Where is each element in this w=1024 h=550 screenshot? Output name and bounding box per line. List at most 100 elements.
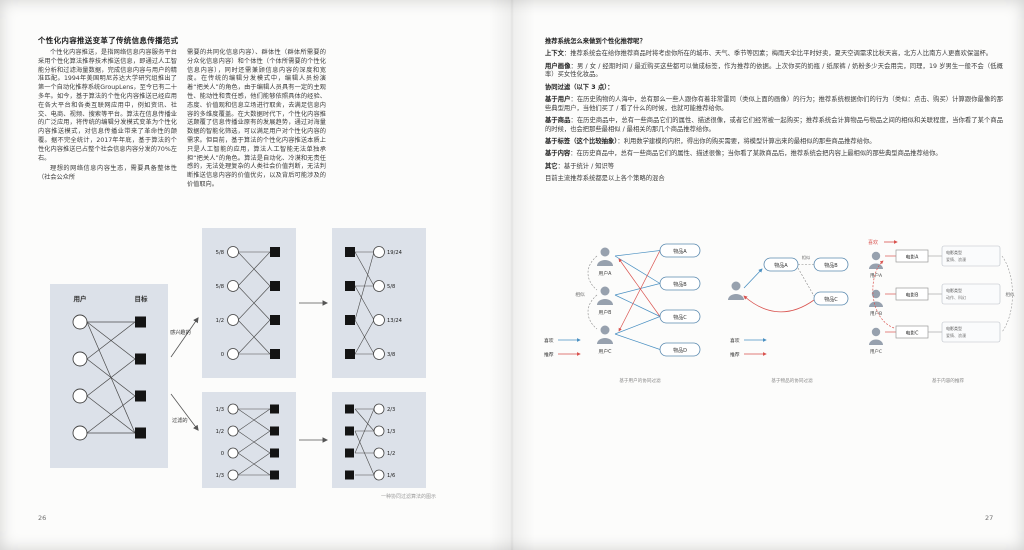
item-labels: 物品A 物品B 物品C [774,262,838,303]
paragraph-text: ：在历史购物的人海中，总有那么一些人跟你有着非常雷同（类似上面的画像）的行为；推… [545,95,1004,112]
paragraph: 用户画像：男 / 女 / 经期时间 / 最近购买这些都可以做成标签，作为推荐的依… [545,63,1003,81]
user-icons [597,247,613,344]
score: 1/6 [387,473,395,479]
movie-attr-text: 电影类型 爱情、浪漫 电影类型 动作、科幻 电影类型 爱情、浪漫 [946,249,966,338]
user-labels: 用户A 用户B 用户C [870,272,883,355]
interested-label: 感兴趣的 [170,328,191,336]
score: 13/24 [387,318,403,324]
legend: 喜欢 推荐 [544,337,581,358]
attr-links [928,255,942,333]
subfigure-caption: 基于用户的协同过滤 [619,377,661,384]
score: 5/8 [216,284,224,290]
score: 3/8 [387,352,395,358]
recommend-edges [618,250,661,332]
score: 5/8 [387,284,395,290]
recommend-arrow [743,295,815,313]
paragraph: 基于商品：在历史商品中，总有一些商品它们的属性、描述很像，或者它们经常被一起购买… [545,117,1003,135]
panel [202,392,296,488]
item-pills: 物品A 物品B 物品C [763,257,849,306]
paragraph-lead: 用户画像 [545,62,571,70]
user-label: 用户B [870,310,882,317]
score: 5/8 [216,250,224,256]
score: 1/3 [216,473,224,479]
movie-label: 电影A [906,253,920,260]
targets-label: 目标 [135,294,149,303]
item-based-cf: 相似 物品A 物品B 物品C 喜欢 推荐 [728,254,849,384]
paragraph-text: ：在历史商品中，总有一些商品它们的属性、描述很像；当你看了某款商品后，推荐系统会… [570,150,942,158]
paragraph: 上下文：推荐系统会在给你推荐商品时将考虑你所在的城市、天气、季节等因素；梅雨天伞… [545,50,1003,59]
bipartite-edges [237,408,271,476]
movie-label: 电影B [906,291,919,298]
paragraph-text: ：在历史商品中，总有一些商品它们的属性、描述很像，或者它们经常被一起购买；推荐系… [545,117,1004,133]
user-icons [869,251,883,345]
target-nodes [135,316,146,439]
legend-like-label: 喜欢 [544,337,554,344]
movie-label: 电影C [906,329,920,336]
user-icon [728,281,744,300]
user-label: 用户C [870,348,882,355]
target-nodes [270,404,279,480]
recommend-arrow [872,260,895,329]
subfigure-caption: 基于内容的推荐 [932,377,965,384]
similar-label: 相似 [802,254,811,261]
recommendation-strategies-figure: 相似 用 [544,239,1015,384]
attr-title: 电影类型 [946,287,962,293]
paragraph-text: 目前主流推荐系统都是以上各个策略的混合 [545,175,665,183]
bipartite-edges [237,251,271,355]
paragraph-lead: 上下文 [545,50,564,58]
paragraph-lead: 基于用户 [545,95,571,103]
similar-arc [1001,255,1013,333]
paragraph-text: ：男 / 女 / 经期时间 / 最近购买这些都可以做成标签，作为推荐的依据。上次… [545,62,1004,79]
paragraph-lead: 推荐系统怎么来做到个性化推荐呢？ [545,38,646,45]
item-labels: 物品A 物品B 物品C 物品D [673,248,687,354]
item-pills: 物品A 物品B 物品C 物品D [659,243,701,357]
filtered-label: 过滤的 [172,416,188,424]
user-based-cf: 相似 用 [544,243,701,384]
paragraph: 基于内容：在历史商品中，总有一些商品它们的属性、描述很像；当你看了某款商品后，推… [545,150,1003,159]
page-number: 26 [38,514,47,522]
legend-like-label: 喜欢 [730,337,740,344]
item-label: 物品B [824,262,838,269]
score-values: 19/24 5/8 13/24 3/8 [387,250,403,358]
item-label: 物品D [673,347,687,354]
paragraph-lead: 基于商品 [545,117,571,125]
similar-label: 相似 [575,291,585,298]
score: 1/2 [216,429,224,435]
paragraph: 基于标签（这个比较抽象）：利用数学建模的内积，得出你的购买需要，将模型计算出来的… [545,138,1003,147]
filtered-result-box: 2/3 1/3 1/2 1/6 [332,392,426,488]
paragraph: 基于用户：在历史购物的人海中，总有那么一些人跟你有着非常雷同（类似上面的画像）的… [545,96,1003,114]
item-label: 物品C [673,314,687,321]
filtered-box: 1/3 1/2 0 1/3 [202,392,296,488]
score: 0 [221,451,224,457]
score: 1/2 [216,318,224,324]
body-text: 推荐系统怎么来做到个性化推荐呢？ 上下文：推荐系统会在给你推荐商品时将考虑你所在… [545,38,1003,187]
like-arrow [743,268,763,289]
page-title: 个性化内容推送变革了传统信息传播范式 [38,36,179,45]
center-fold [489,0,535,550]
bipartite-edges [86,321,136,434]
paragraph: 需要的共同化信息内容）、群体性（群体所需要的分众化信息内容）和个体性（个体所需要… [187,49,326,188]
paragraph-lead: 基于内容 [545,150,571,158]
movie-attr-boxes: 电影类型 爱情、浪漫 电影类型 动作、科幻 电影类型 爱情、浪漫 [941,245,1001,343]
movie-labels: 电影A 电影B 电影C [906,253,920,336]
paragraph: 推荐系统怎么来做到个性化推荐呢？ [545,38,1003,47]
target-nodes [270,247,280,359]
page-right: 推荐系统怎么来做到个性化推荐呢？ 上下文：推荐系统会在给你推荐商品时将考虑你所在… [512,0,1024,550]
score: 19/24 [387,250,403,256]
like-label: 喜欢 [868,239,878,246]
target-nodes [345,247,355,359]
similar-label: 相似 [1006,291,1015,298]
item-label: 物品C [824,296,838,303]
bipartite-edges [354,408,375,476]
score-values: 2/3 1/3 1/2 1/6 [387,407,395,479]
score: 1/2 [387,451,395,457]
page-number: 27 [985,514,994,522]
content-based: 喜欢 用户A 用户B 用户C [868,239,1015,384]
paragraph-lead: 协同过滤（以下 3 点）： [545,83,614,91]
paragraph: 目前主流推荐系统都是以上各个策略的混合 [545,175,1003,184]
paragraph: 个性化内容推送，是指网络信息内容服务平台采用个性化算法推荐技术推送信息，即通过人… [38,49,177,162]
user-nodes [72,314,88,441]
like-edges [885,255,896,333]
score-values: 1/3 1/2 0 1/3 [216,407,224,479]
